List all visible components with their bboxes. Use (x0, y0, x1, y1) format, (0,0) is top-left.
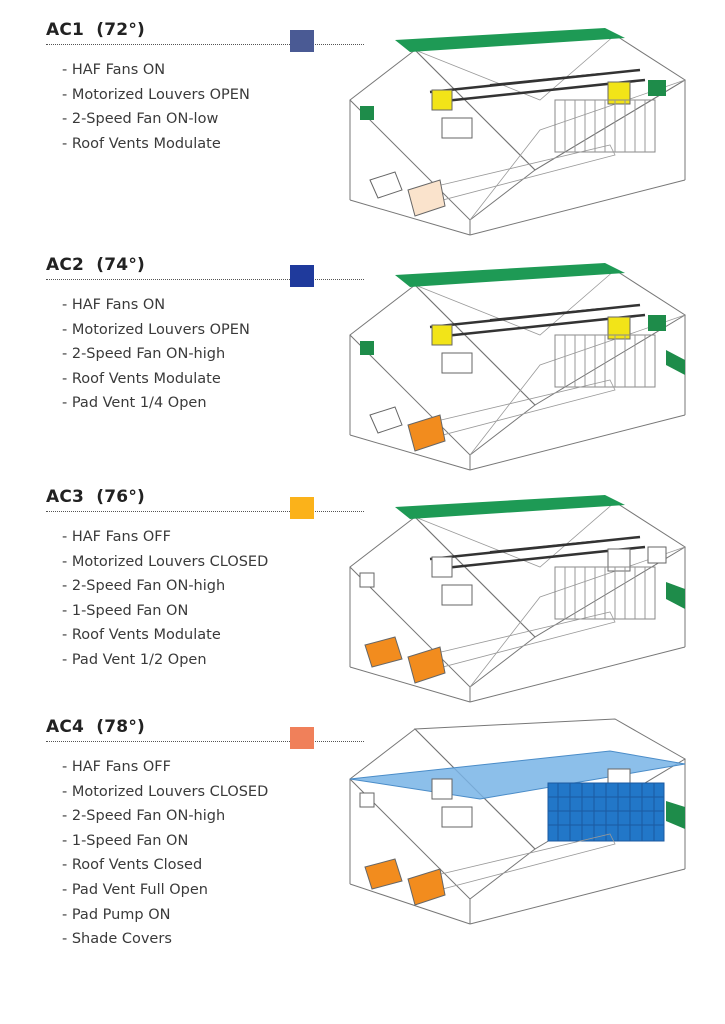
heating-pipe-loop (419, 611, 616, 670)
roof-vent (395, 28, 625, 52)
stage-title: AC2 (74°) (46, 255, 145, 275)
stage-action-list: - HAF Fans OFF - Motorized Louvers CLOSE… (62, 755, 268, 952)
list-item: - HAF Fans ON (62, 297, 166, 313)
list-item: - 2-Speed Fan ON-low (62, 111, 219, 128)
greenhouse-illustration (349, 263, 686, 471)
roof-vent (395, 495, 625, 519)
stage-ac1: AC1 (72°) - HAF Fans ON - Motorized Louv… (0, 20, 725, 250)
pad-vent-inlet (407, 414, 446, 452)
motorized-louver (647, 546, 667, 564)
list-item: - Roof Vents Modulate (62, 370, 221, 387)
list-item: - Pad Vent 1/2 Open (62, 651, 207, 668)
motorized-louver (360, 106, 374, 120)
air-duct-box (441, 584, 473, 606)
wet-cooling-pad (547, 782, 665, 842)
stage-ac4: AC4 (78°) - HAF Fans OFF - Motorized Lou… (0, 717, 725, 947)
stage-action-list: - HAF Fans OFF - Motorized Louvers CLOSE… (62, 525, 268, 673)
air-duct-box (441, 352, 473, 374)
motorized-louver (359, 572, 375, 588)
stage-ac3: AC3 (76°) - HAF Fans OFF - Motorized Lou… (0, 487, 725, 717)
greenhouse-illustration (349, 718, 686, 925)
list-item: - Pad Pump ON (62, 906, 171, 923)
exhaust-fan (431, 324, 453, 346)
motorized-louver (360, 341, 374, 355)
stage-color-swatch (290, 30, 314, 52)
list-item: - Motorized Louvers OPEN (62, 86, 250, 103)
greenhouse-illustration (349, 28, 686, 236)
cooling-pad-grid (554, 334, 656, 388)
list-item: - HAF Fans OFF (62, 759, 171, 775)
title-rule (46, 511, 364, 512)
exhaust-fan (607, 81, 631, 105)
list-item: - 2-Speed Fan ON-high (62, 578, 226, 595)
exhaust-fan (431, 778, 453, 800)
pad-vent-flap (666, 350, 685, 375)
stage-color-swatch (290, 265, 314, 287)
list-item: - 2-Speed Fan ON-high (62, 808, 226, 825)
air-duct-box (441, 806, 473, 828)
pad-vent-inlet (369, 406, 403, 434)
exhaust-fan (431, 89, 453, 111)
list-item: - Pad Vent Full Open (62, 881, 208, 898)
list-item: - Roof Vents Closed (62, 857, 203, 874)
title-rule (46, 741, 364, 742)
exhaust-fan (607, 316, 631, 340)
list-item: - 1-Speed Fan ON (62, 602, 189, 619)
pad-vent-flap (666, 582, 685, 609)
title-rule (46, 279, 364, 280)
motorized-louver (648, 80, 666, 96)
motorized-louver (359, 792, 375, 808)
stage-title: AC4 (78°) (46, 717, 145, 737)
list-item: - 2-Speed Fan ON-high (62, 346, 226, 363)
list-item: - Motorized Louvers OPEN (62, 321, 250, 338)
exhaust-fan (607, 548, 631, 572)
list-item: - Motorized Louvers CLOSED (62, 783, 269, 800)
list-item: - Shade Covers (62, 931, 172, 948)
pad-vent-inlet (407, 179, 446, 217)
pad-vent-inlet (364, 636, 403, 668)
cooling-pad-grid (554, 99, 656, 153)
list-item: - HAF Fans ON (62, 62, 166, 78)
list-item: - Pad Vent 1/4 Open (62, 395, 207, 412)
list-item: - HAF Fans OFF (62, 529, 171, 545)
cooling-pad-grid (554, 566, 656, 620)
list-item: - Roof Vents Modulate (62, 627, 221, 644)
exhaust-fan (431, 556, 453, 578)
greenhouse-illustration (349, 495, 686, 703)
stage-color-swatch (290, 727, 314, 749)
pad-vent-inlet (407, 868, 446, 906)
air-duct-box (441, 117, 473, 139)
heating-pipe-loop (419, 379, 616, 438)
roof-vent (395, 263, 625, 287)
pad-vent-inlet (369, 171, 403, 199)
stage-ac2: AC2 (74°) - HAF Fans ON - Motorized Louv… (0, 255, 725, 485)
motorized-louver (648, 315, 666, 331)
pad-vent-flap (666, 801, 685, 829)
stage-color-swatch (290, 497, 314, 519)
list-item: - Roof Vents Modulate (62, 135, 221, 152)
stage-action-list: - HAF Fans ON - Motorized Louvers OPEN -… (62, 293, 250, 416)
stage-title: AC1 (72°) (46, 20, 145, 40)
list-item: - 1-Speed Fan ON (62, 832, 189, 849)
title-rule (46, 44, 364, 45)
pad-vent-inlet (407, 646, 446, 684)
stage-title: AC3 (76°) (46, 487, 145, 507)
stage-action-list: - HAF Fans ON - Motorized Louvers OPEN -… (62, 58, 250, 156)
heating-pipe-loop (419, 144, 616, 203)
list-item: - Motorized Louvers CLOSED (62, 553, 269, 570)
pad-vent-inlet (364, 858, 403, 890)
